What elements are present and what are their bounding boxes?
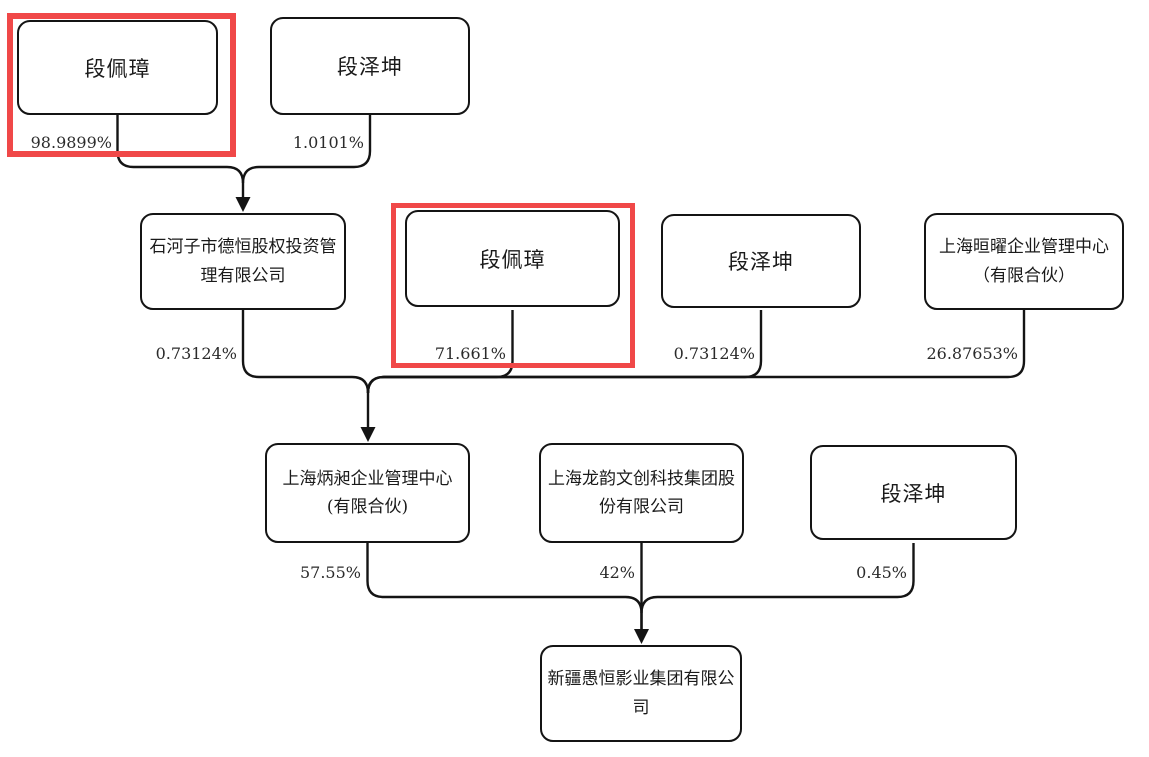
edge-line xyxy=(241,310,370,429)
ownership-label: 42% xyxy=(599,563,635,582)
node-duan-zekun-2: 段泽坤 xyxy=(661,214,861,308)
node-duan-zekun-1: 段泽坤 xyxy=(270,17,470,115)
ownership-label: 71.661% xyxy=(434,344,506,363)
arrowhead xyxy=(235,197,251,212)
edge-line xyxy=(116,115,245,199)
node-shanghai-xuanyao: 上海晅曜企业管理中心 （有限合伙） xyxy=(924,213,1124,310)
node-duan-zekun-3: 段泽坤 xyxy=(810,445,1017,540)
ownership-label: 26.87653% xyxy=(926,344,1018,363)
node-shanghai-bingchang: 上海炳昶企业管理中心 (有限合伙) xyxy=(265,443,470,543)
ownership-label: 0.45% xyxy=(856,563,907,582)
ownership-label: 0.73124% xyxy=(673,344,755,363)
arrowhead xyxy=(634,629,649,644)
edge-line xyxy=(241,115,372,184)
edge-line xyxy=(640,543,915,614)
ownership-label: 1.0101% xyxy=(292,133,364,152)
node-xinjiang-yuheng: 新疆愚恒影业集团有限公 司 xyxy=(540,645,742,742)
node-duan-peizhang-1: 段佩璋 xyxy=(17,20,218,115)
arrowhead xyxy=(360,427,376,442)
edge-line xyxy=(366,310,1026,394)
ownership-label: 0.73124% xyxy=(155,344,237,363)
node-shihezi-deheng: 石河子市德恒股权投资管 理有限公司 xyxy=(140,213,346,310)
node-duan-peizhang-2: 段佩璋 xyxy=(405,210,620,307)
ownership-label: 98.9899% xyxy=(30,133,112,152)
ownership-label: 57.55% xyxy=(299,563,361,582)
edge-line xyxy=(366,543,643,631)
node-shanghai-longyun: 上海龙韵文创科技集团股 份有限公司 xyxy=(539,443,744,543)
